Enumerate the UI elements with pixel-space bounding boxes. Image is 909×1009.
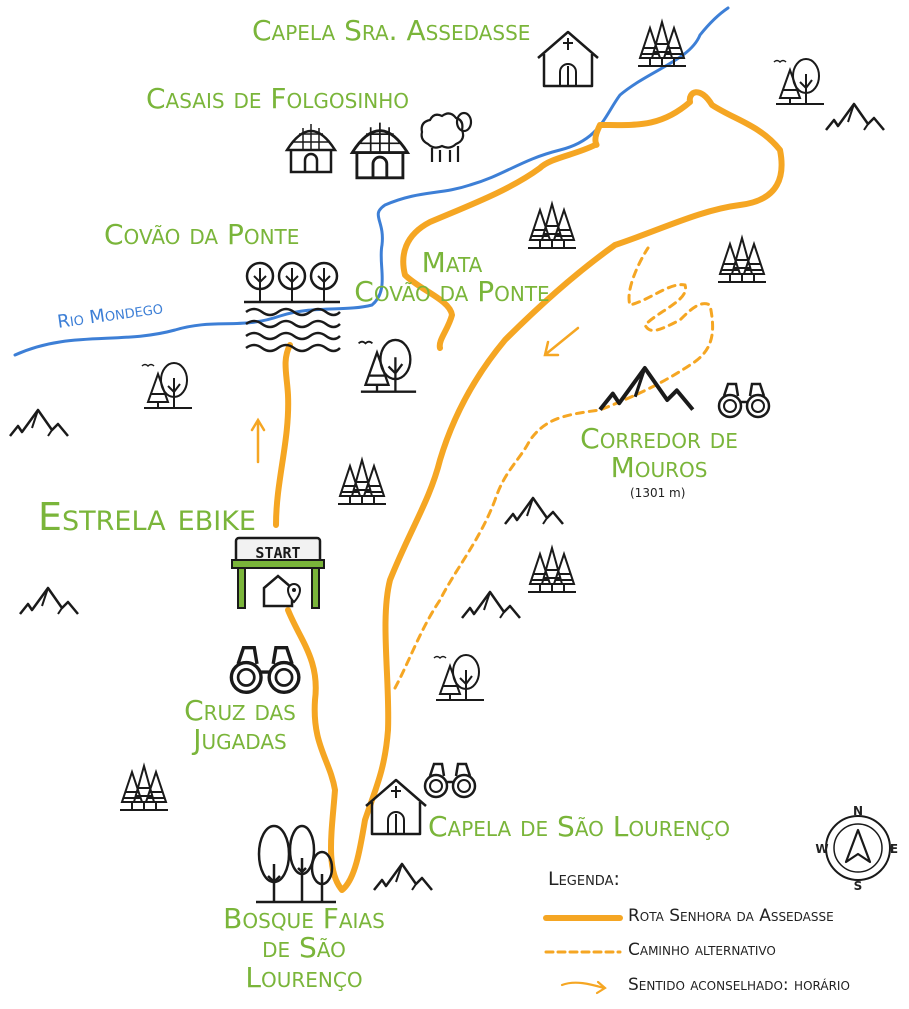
chapel-icon [536, 30, 600, 88]
label-bosque-faias: Bosque Faias de São Lourenço [210, 902, 398, 994]
label-corredor-line2: Mouros [610, 451, 708, 485]
mountain-icon [503, 496, 565, 526]
sheep-icon [420, 111, 473, 162]
legend-direction-label: Sentido aconselhado: horário [628, 975, 850, 995]
legend-route-label: Rota Senhora da Assedasse [628, 906, 834, 926]
tree-icon [141, 362, 193, 409]
alternative-route [393, 246, 715, 690]
hut-icon [285, 122, 337, 174]
beech-forest-icon [256, 824, 336, 904]
legend-arrow-swatch [560, 980, 607, 995]
tree-icon [357, 338, 418, 393]
mountain-icon [598, 365, 695, 411]
label-cruz-jugadas: Cruz das Jugadas [180, 696, 300, 755]
label-estrela-ebike: Estrela ebike [38, 495, 256, 539]
binoculars-icon [717, 382, 771, 419]
compass-icon: N S E W [815, 804, 898, 893]
label-corredor-line1: Corredor de [580, 422, 738, 455]
rio-mondego-river [13, 6, 730, 357]
mountain-icon [372, 862, 434, 892]
forest-icon [527, 547, 577, 593]
label-bosque-line1: Bosque Faias [223, 902, 385, 935]
label-bosque-line3: Lourenço [245, 960, 363, 994]
mountain-icon [8, 408, 70, 438]
hut-icon [349, 122, 411, 180]
compass-w: W [815, 842, 828, 856]
forest-icon [527, 203, 577, 249]
start-gate-icon[interactable]: START [231, 536, 325, 609]
binoculars-icon [229, 646, 301, 694]
binoculars-icon [423, 762, 477, 799]
forest-icon [717, 237, 767, 283]
tree-icon [773, 58, 825, 105]
label-cruz-line2: Jugadas [193, 723, 287, 757]
legend-title: Legenda: [548, 868, 620, 890]
label-capela-assedasse: Capela Sra. Assedasse [252, 14, 531, 47]
label-capela-lourenco: Capela de São Lourenço [428, 810, 730, 843]
label-bosque-line2: de São [262, 931, 346, 965]
forest-icon [119, 765, 169, 811]
direction-arrow-down-left [543, 326, 580, 357]
start-sign-label: START [255, 544, 300, 562]
label-corredor-altitude: (1301 m) [630, 486, 686, 500]
label-mata-covao: Mata Covão da Ponte [344, 248, 560, 307]
lake-forest-icon [244, 261, 341, 353]
label-mata-line2: Covão da Ponte [354, 275, 550, 309]
compass-e: E [890, 842, 898, 856]
label-covao-ponte: Covão da Ponte [104, 218, 300, 251]
legend-alt-label: Caminho alternativo [628, 940, 776, 960]
main-route [273, 89, 785, 893]
mountain-icon [18, 586, 80, 616]
mountain-icon [460, 590, 522, 620]
label-casais-folgosinho: Casais de Folgosinho [146, 82, 409, 115]
label-cruz-line1: Cruz das [184, 694, 296, 727]
forest-icon [337, 459, 387, 505]
label-corredor-mouros: Corredor de Mouros [570, 424, 748, 483]
label-mata-line1: Mata [421, 246, 483, 279]
tree-icon [433, 654, 485, 701]
mountain-icon [824, 102, 886, 132]
compass-n: N [853, 804, 863, 818]
compass-s: S [854, 879, 863, 893]
direction-arrow-up [250, 417, 266, 464]
